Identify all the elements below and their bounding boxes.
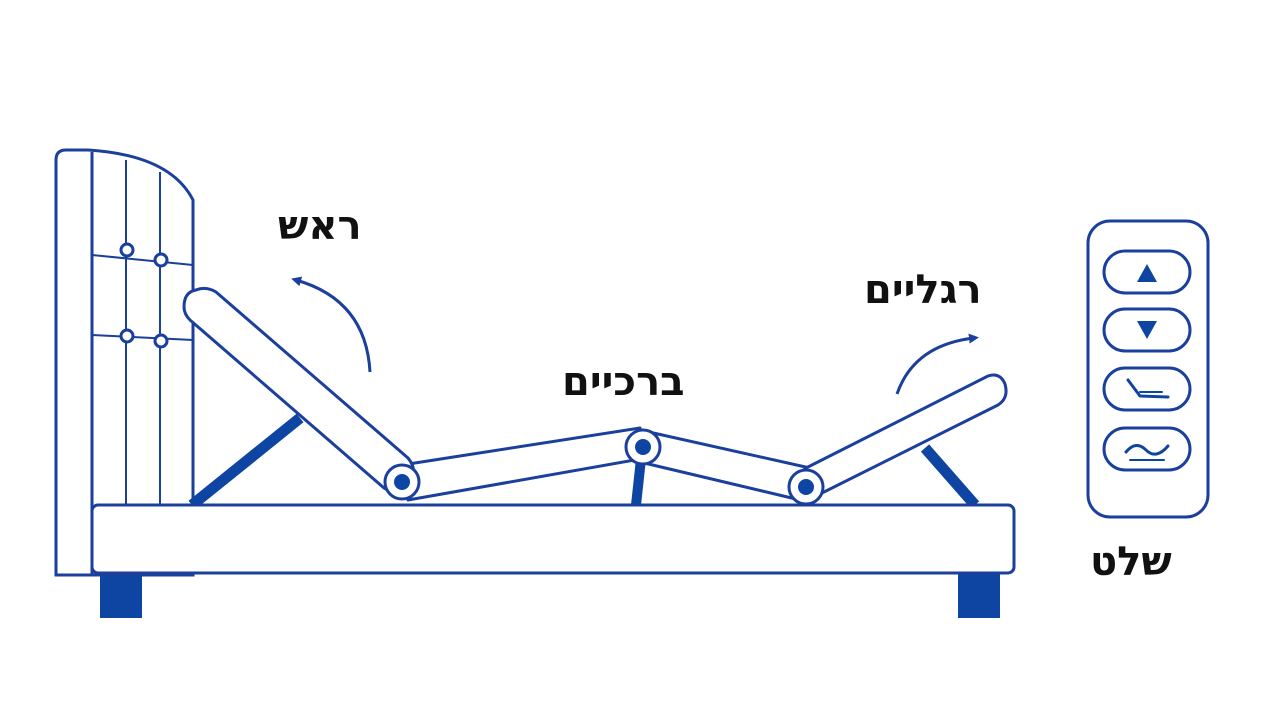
label-legs: רגליים [864, 267, 982, 313]
remote-button-down[interactable] [1102, 307, 1192, 353]
remote-button-massage[interactable] [1102, 426, 1192, 472]
bed-leg-right [958, 572, 1000, 618]
triangle-down-icon [1137, 321, 1157, 339]
remote-button-up[interactable] [1102, 249, 1192, 295]
hinge-knee [624, 428, 662, 466]
headboard [54, 148, 195, 577]
calf-panel [638, 428, 812, 502]
foot-panel [798, 373, 1008, 499]
headboard-button [153, 333, 169, 349]
recline-position-icon [1126, 378, 1170, 399]
head-support-strut [188, 413, 304, 510]
head-raise-arrow [291, 276, 372, 373]
label-head: ראש [278, 203, 362, 249]
headboard-button [119, 242, 135, 258]
bed-base [90, 503, 1016, 575]
label-knees: ברכיים [562, 359, 685, 405]
label-remote: שלט [1090, 539, 1172, 585]
headboard-button [119, 328, 135, 344]
leg-raise-arrow [895, 333, 979, 395]
wave-massage-icon [1124, 444, 1170, 456]
headboard-button [153, 252, 169, 268]
triangle-up-icon [1137, 264, 1157, 282]
hinge-foot [787, 468, 825, 506]
head-panel [182, 286, 415, 493]
remote-button-recline[interactable] [1102, 366, 1192, 412]
leg-support-strut [920, 444, 980, 509]
hinge-head [383, 463, 421, 501]
bed-leg-left [100, 572, 142, 618]
thigh-panel [400, 426, 648, 502]
remote-control [1086, 219, 1210, 519]
